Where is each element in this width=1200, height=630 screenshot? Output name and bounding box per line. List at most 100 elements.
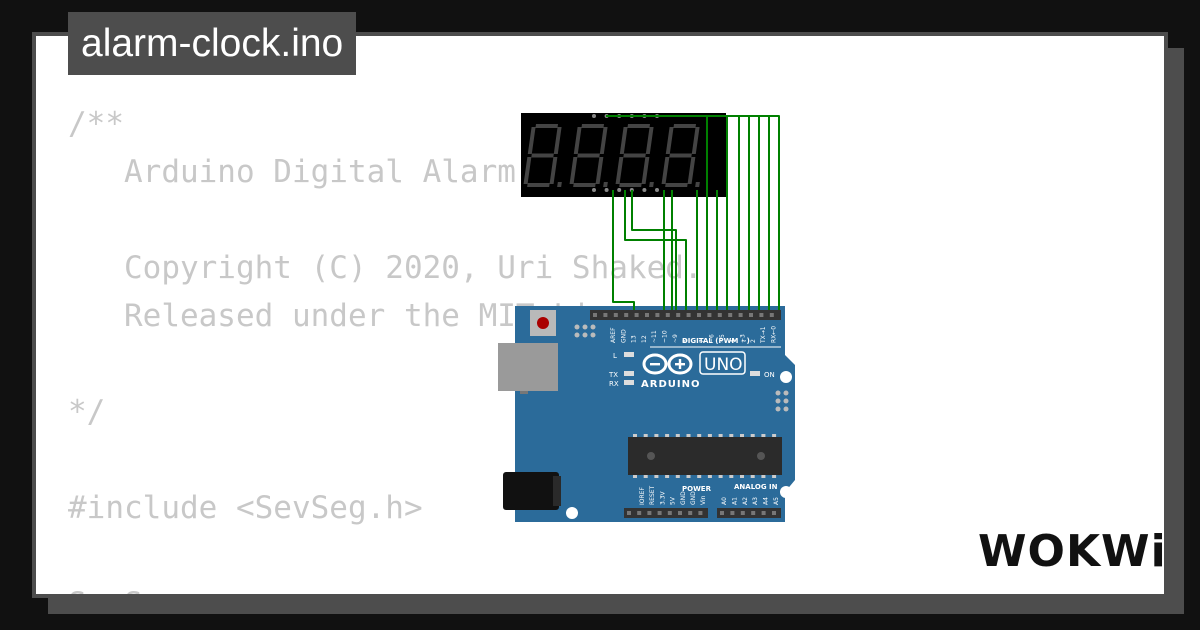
led-on-label: ON [764,371,775,379]
display-digit [661,124,700,187]
power-label: POWER [682,485,712,493]
chip-pin [707,475,712,478]
segment [661,157,670,184]
led-tx-label: TX [608,371,618,379]
led-rx-label: RX [609,380,619,388]
header-hole [728,313,733,317]
chip-pin [675,475,680,478]
header-hole [717,313,722,317]
icsp-pin [775,406,781,412]
led-l [624,352,634,357]
chip-pin [675,434,680,437]
header-hole [624,313,629,317]
mount-hole [780,371,792,383]
chip-pin [761,434,766,437]
segment [577,153,600,158]
header-hole [637,511,642,515]
chip-pin [633,434,637,437]
segment [665,183,688,187]
chip-pin [654,434,659,437]
mount-hole [566,507,578,519]
power-pin-label: GND [680,491,687,505]
display-pin [655,188,659,192]
decimal-point [557,182,562,187]
power-pin-label: GND [690,491,697,505]
display-pin [592,114,596,118]
digital-pin-label: ~5 [719,334,726,343]
led-rx [624,380,634,385]
digital-header [590,310,781,320]
header-hole [759,313,764,317]
analog-pin-label: A2 [742,497,749,505]
chip-pin [686,434,691,437]
segment [599,127,608,154]
power-pin-label: RESET [649,485,656,505]
digital-pin-label: ~3 [740,334,747,343]
icsp-pin [590,332,596,338]
segment [569,157,578,184]
chip-pin [740,475,744,478]
header-hole [634,313,639,317]
display-pin [604,188,609,192]
code-line: Copyright (C) 2020, Uri Shaked. [68,250,703,286]
reset-button-cap[interactable] [537,317,549,329]
header-hole [730,511,735,515]
header-hole [720,511,724,515]
segment [615,157,624,184]
led-on [750,371,760,376]
segment [673,124,696,128]
segment [573,127,582,154]
chip-pin [729,434,734,437]
chip-pin [707,434,712,437]
segment [581,124,604,128]
decimal-point [649,182,654,187]
chip-pin [740,434,744,437]
seven-segment-display[interactable] [521,113,726,197]
arduino-brand: ARDUINO [641,379,700,390]
chip-pin [718,475,723,478]
header-hole [655,313,660,317]
analog-header [717,508,781,518]
code-line: /** [68,106,124,142]
chip-pin [729,475,734,478]
segment [645,127,654,154]
display-digit [615,124,654,187]
power-pin-label: IOREF [639,487,646,505]
display-pin [592,188,596,192]
chip-pin [718,434,723,437]
header-hole [698,511,703,515]
header-hole [665,313,670,317]
digital-pin-label: ~10 [662,330,669,343]
digital-pin-label: ~11 [651,330,658,343]
display-pin [617,188,622,192]
chip-pin [643,434,648,437]
analog-pin-label: A0 [721,497,728,505]
display-pin [642,188,647,192]
header-hole [647,511,652,515]
digital-pin-label: GND [620,329,627,343]
analog-in-label: ANALOG IN [734,483,778,491]
chip-pin [686,475,691,478]
digital-pin-label: 2 [750,339,757,343]
digital-pin-label: 7 [698,339,705,343]
analog-pin-label: A3 [752,497,759,505]
wokwi-logo-text: WOKWi [978,526,1167,577]
header-hole [769,313,774,317]
arduino-logo-icon [642,353,693,375]
code-line: SevSeg sevseg; [68,580,703,594]
mount-hole [780,486,792,498]
icsp-pin [574,332,580,338]
chip-pin [761,475,766,478]
segment [523,157,532,184]
segment [531,153,554,158]
analog-pin-label: A4 [763,497,770,505]
uno-model: UNO [704,355,743,375]
chip-pin [697,434,702,437]
chip-pin [665,434,670,437]
segment [623,153,646,158]
